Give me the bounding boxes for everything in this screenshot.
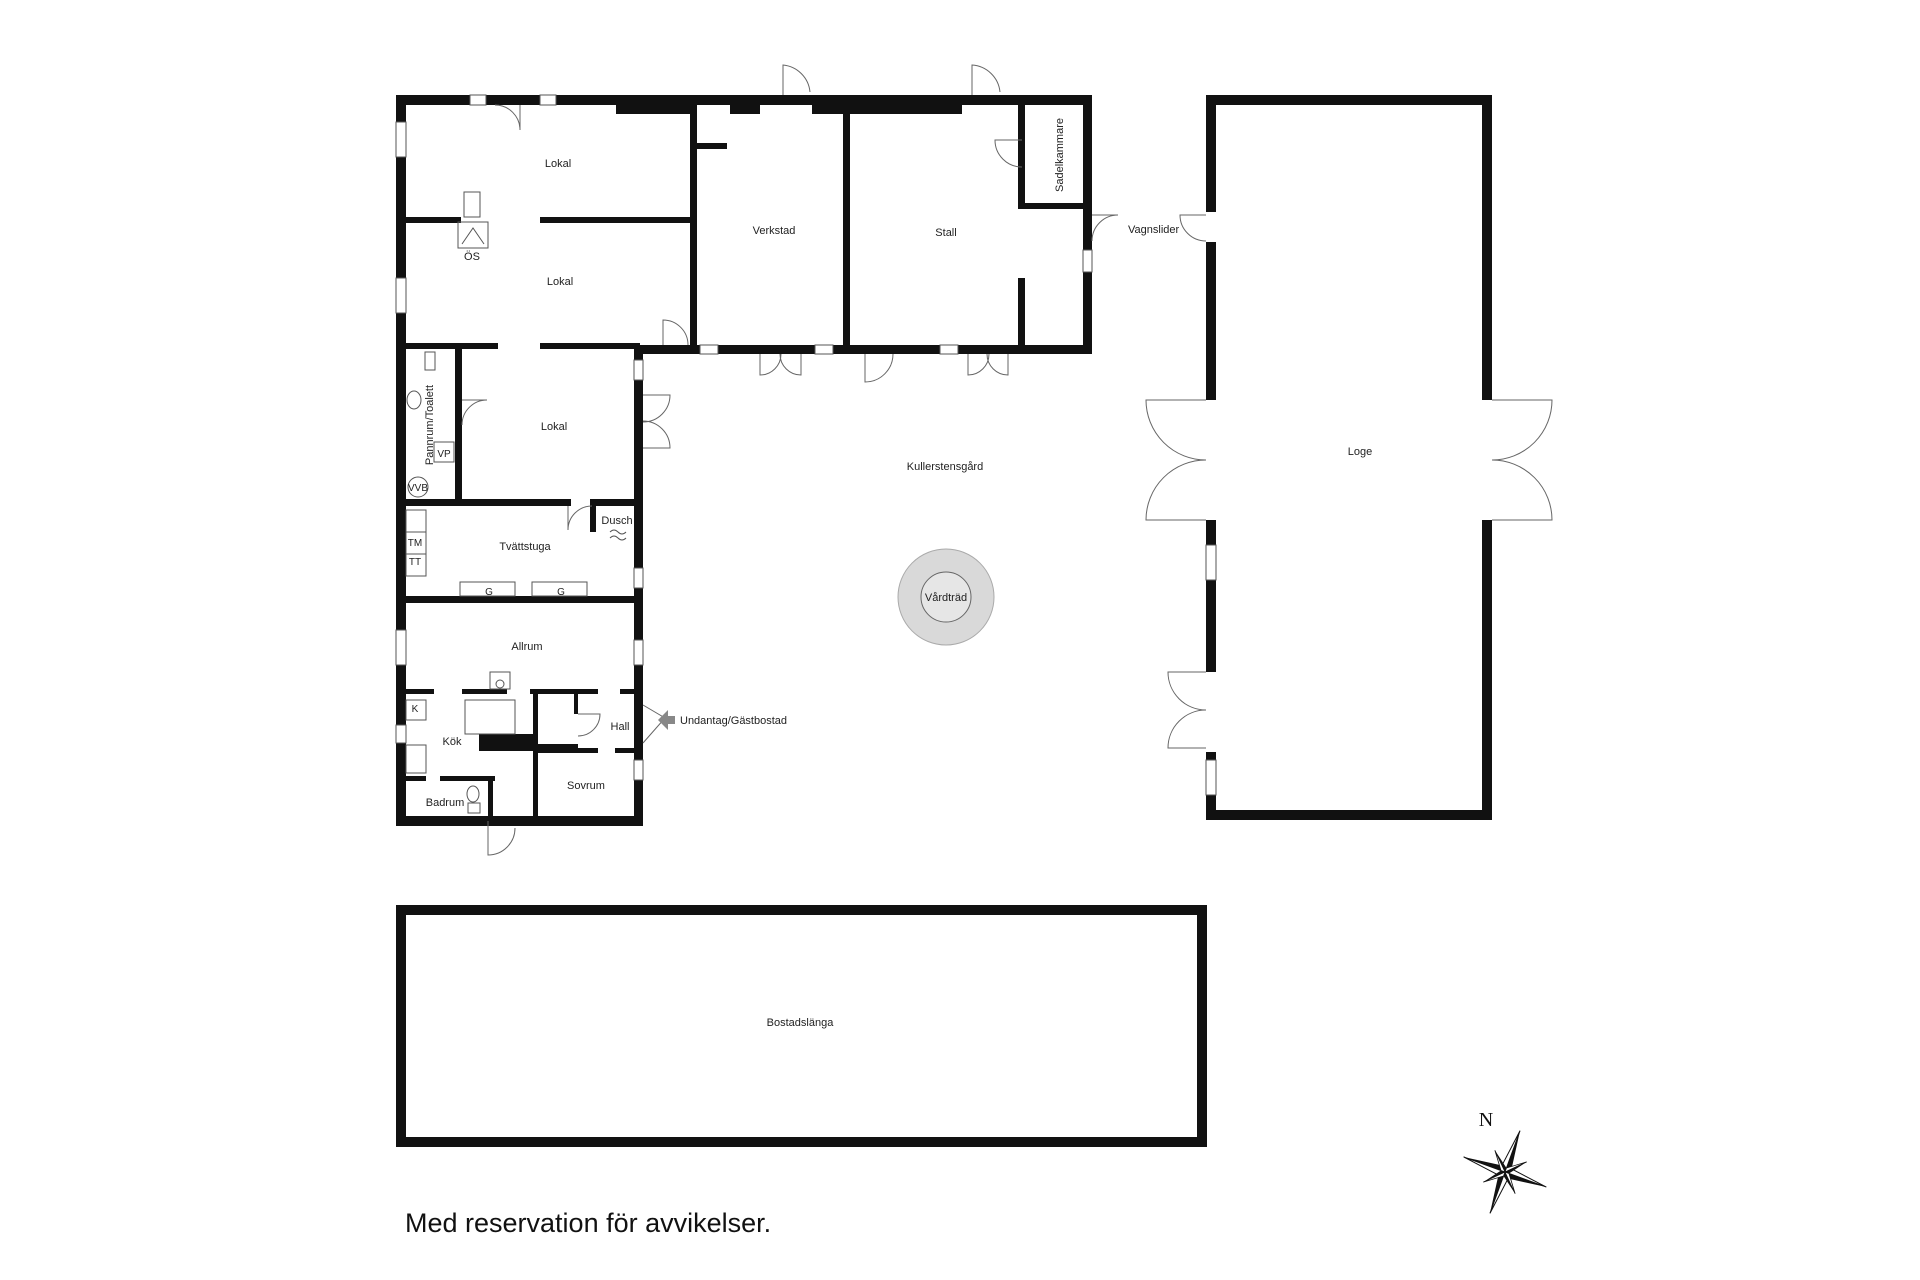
room-label-os: ÖS bbox=[464, 251, 480, 263]
room-label-dusch: Dusch bbox=[601, 515, 632, 527]
fixtures bbox=[405, 191, 627, 814]
compass-rose-icon: N bbox=[1463, 1109, 1547, 1214]
room-label-verkstad: Verkstad bbox=[753, 225, 796, 237]
area-label-kullerstensgard: Kullerstensgård bbox=[907, 461, 983, 473]
bostadslanga-building bbox=[396, 905, 1207, 1147]
disclaimer-text: Med reservation för avvikelser. bbox=[405, 1208, 771, 1238]
room-label-loge: Loge bbox=[1348, 446, 1372, 458]
room-label-tvattstuga: Tvättstuga bbox=[499, 541, 551, 553]
room-label-lokal-3: Lokal bbox=[541, 421, 567, 433]
entrance-arrow-icon bbox=[658, 710, 675, 730]
loge-building bbox=[1145, 95, 1553, 820]
vardtrad-tree bbox=[897, 548, 995, 646]
fixture-label-tt: TT bbox=[409, 557, 421, 568]
fixture-label-tm: TM bbox=[408, 538, 422, 549]
main-building-windows bbox=[395, 94, 1093, 781]
fixture-label-g-2: G bbox=[557, 587, 565, 598]
label-vardtrad: Vårdträd bbox=[925, 592, 967, 604]
room-label-badrum: Badrum bbox=[426, 797, 465, 809]
fixture-label-k: K bbox=[412, 704, 419, 715]
label-undantag-gastbostad: Undantag/Gästbostad bbox=[680, 715, 787, 727]
room-label-pannrum-toalett: Pannrum/Toalett bbox=[424, 385, 436, 465]
room-label-sadelkammare: Sadelkammare bbox=[1054, 118, 1066, 192]
room-label-lokal-2: Lokal bbox=[547, 276, 573, 288]
room-label-allrum: Allrum bbox=[511, 641, 542, 653]
fixture-label-vp: VP bbox=[437, 449, 451, 460]
fixture-label-g-1: G bbox=[485, 587, 493, 598]
room-label-vagnslider: Vagnslider bbox=[1128, 224, 1179, 236]
room-label-sovrum: Sovrum bbox=[567, 780, 605, 792]
fixture-label-vvb: VVB bbox=[408, 483, 428, 494]
room-label-lokal-1: Lokal bbox=[545, 158, 571, 170]
room-label-kok: Kök bbox=[443, 736, 462, 748]
room-label-hall: Hall bbox=[611, 721, 630, 733]
room-label-stall: Stall bbox=[935, 227, 956, 239]
room-label-bostadslanga: Bostadslänga bbox=[767, 1017, 835, 1029]
compass-north-label: N bbox=[1479, 1109, 1493, 1131]
